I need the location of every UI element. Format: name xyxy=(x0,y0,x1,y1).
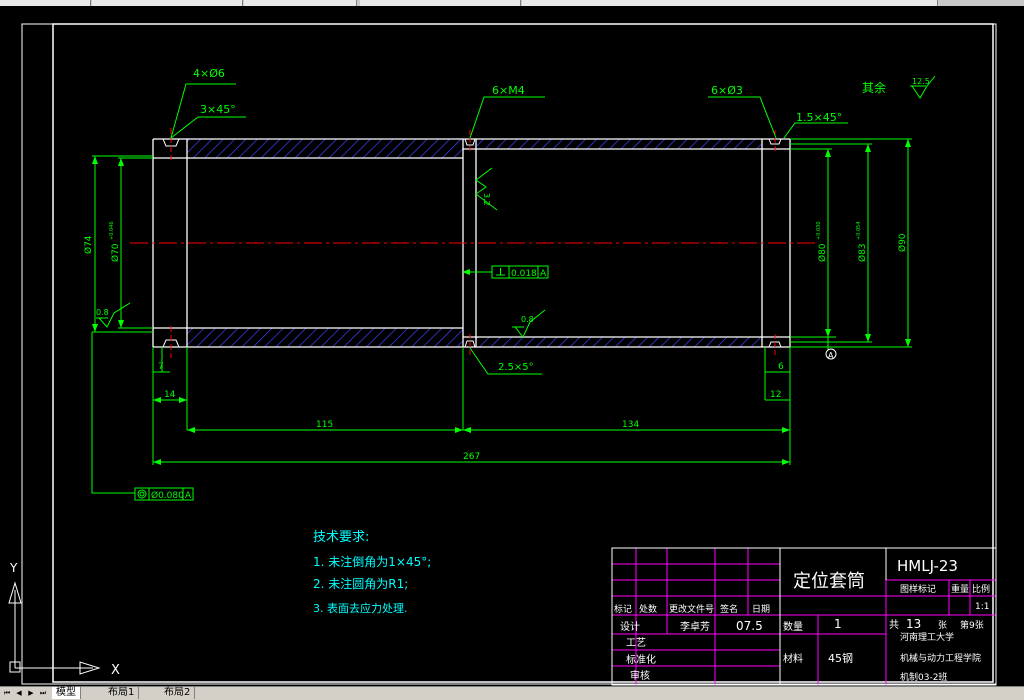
coaxiality-datum: A xyxy=(185,491,192,501)
total-value: 13 xyxy=(906,617,921,631)
center-lines xyxy=(130,128,818,358)
tech-requirements: 技术要求: 1. 未注倒角为1×45°; 2. 未注圆角为R1; 3. 表面去应… xyxy=(313,530,431,615)
scale-value: 1:1 xyxy=(975,602,989,612)
designer-name: 李卓芳 xyxy=(680,620,710,633)
dim-d80: Ø80 xyxy=(817,243,828,262)
dim-d80-tol: +0.030 xyxy=(816,221,822,240)
sheet-label: 张 xyxy=(938,620,947,631)
toolbar-field[interactable] xyxy=(244,0,357,6)
dim-l267: 267 xyxy=(463,452,480,462)
tab-layout-2[interactable]: 布局2 xyxy=(160,687,196,699)
stage-mark-label: 图样标记 xyxy=(900,583,936,595)
dim-d70: Ø70 xyxy=(110,243,121,262)
design-date: 07.5 xyxy=(736,619,763,633)
header-signature: 签名 xyxy=(720,603,738,615)
dim-l115: 115 xyxy=(316,420,333,430)
dim-w6: 6 xyxy=(778,362,784,372)
dim-d70-tol: +0.046 xyxy=(109,221,115,240)
tech-title: 技术要求: xyxy=(313,530,369,545)
sheet-value: 第9张 xyxy=(960,619,984,631)
header-mark: 标记 xyxy=(614,603,632,615)
last-tab-icon[interactable]: ⏭ xyxy=(39,689,47,697)
callout-chamfer-right: 1.5×45° xyxy=(796,111,842,124)
first-tab-icon[interactable]: ⏮ xyxy=(3,689,11,697)
callout-holes-left: 4×Ø6 xyxy=(193,67,225,80)
roughness-other-label: 其余 xyxy=(862,80,886,95)
title-block-text: 定位套筒 HMLJ-23 标记 处数 更改文件号 签名 日期 图样标记 重量 比… xyxy=(614,557,990,683)
callout-chamfer-left: 3×45° xyxy=(200,103,236,116)
perpendicularity-frame xyxy=(491,265,549,279)
perpendicularity-value: 0.018 xyxy=(511,269,537,279)
dim-d83: Ø83 xyxy=(857,243,868,262)
drawing-number: HMLJ-23 xyxy=(897,557,958,575)
ucs-y-label: Y xyxy=(9,561,18,575)
school-line-1: 河南理工大学 xyxy=(900,631,954,643)
inner-frame xyxy=(52,23,994,683)
dim-w14: 14 xyxy=(164,390,176,400)
roughness-symbols xyxy=(96,75,936,338)
standardization-label: 标准化 xyxy=(626,653,656,666)
toolbar-field[interactable] xyxy=(360,0,521,6)
toolbar-field[interactable] xyxy=(92,0,243,6)
callout-holes-right: 6×Ø3 xyxy=(711,84,743,97)
ucs-x-label: X xyxy=(111,663,120,678)
groove-note: 2.5×5° xyxy=(498,362,534,373)
toolbar-field[interactable] xyxy=(0,0,91,6)
review-label: 审核 xyxy=(630,669,650,682)
school-line-3: 机制03-2班 xyxy=(900,671,947,683)
datum-a-circle xyxy=(825,348,837,360)
material-label: 材料 xyxy=(783,652,803,665)
tab-model[interactable]: 模型 xyxy=(52,687,81,699)
dim-d90: Ø90 xyxy=(897,233,908,252)
header-change-doc: 更改文件号 xyxy=(669,603,714,615)
quantity-value: 1 xyxy=(834,617,842,631)
toolbar-strip xyxy=(0,0,1024,6)
perpendicularity-datum: A xyxy=(540,269,547,279)
dimension-arrows xyxy=(92,139,911,465)
roughness-left: 0.8 xyxy=(96,308,109,317)
tech-item-3: 3. 表面去应力处理. xyxy=(313,601,408,615)
dim-l134: 134 xyxy=(622,420,639,430)
dimension-lines xyxy=(91,83,912,494)
callout-holes-mid: 6×M4 xyxy=(492,84,525,97)
header-date: 日期 xyxy=(752,604,770,615)
dim-w7: 7 xyxy=(158,362,164,372)
roughness-mid: 0.8 xyxy=(521,315,534,324)
next-tab-icon[interactable]: ▶ xyxy=(28,689,34,697)
dim-d74: Ø74 xyxy=(83,235,94,254)
roughness-other-value: 12.5 xyxy=(912,77,930,86)
roughness-inner: 3.2 xyxy=(482,193,491,206)
part-name: 定位套筒 xyxy=(793,571,865,592)
dim-w12: 12 xyxy=(770,390,781,400)
process-label: 工艺 xyxy=(626,637,646,649)
tech-item-2: 2. 未注圆角为R1; xyxy=(313,576,408,591)
scale-label: 比例 xyxy=(972,583,990,595)
quantity-label: 数量 xyxy=(783,620,803,633)
header-count: 处数 xyxy=(639,603,657,615)
ucs-icon xyxy=(8,581,101,675)
total-label: 共 xyxy=(889,619,899,631)
school-line-2: 机械与动力工程学院 xyxy=(900,652,981,664)
toolbar-field[interactable] xyxy=(522,0,938,6)
drawing-canvas[interactable]: 4×Ø6 3×45° 6×M4 6×Ø3 1.5×45° 其余 12.5 3.2… xyxy=(0,6,1024,686)
weight-label: 重量 xyxy=(951,583,969,595)
design-label: 设计 xyxy=(620,620,640,633)
layout-tab-bar: ⏮ ◀ ▶ ⏭ 模型 布局1 布局2 xyxy=(0,686,1024,700)
prev-tab-icon[interactable]: ◀ xyxy=(16,689,22,697)
tech-item-1: 1. 未注倒角为1×45°; xyxy=(313,554,431,569)
coaxiality-frame xyxy=(134,487,194,501)
datum-a-label: A xyxy=(828,351,834,360)
tab-layout-1[interactable]: 布局1 xyxy=(104,687,140,699)
title-block xyxy=(611,547,997,686)
material-value: 45钢 xyxy=(828,652,853,665)
dim-d83-tol: +0.054 xyxy=(856,221,862,240)
coaxiality-value: Ø0.080 xyxy=(151,490,184,501)
